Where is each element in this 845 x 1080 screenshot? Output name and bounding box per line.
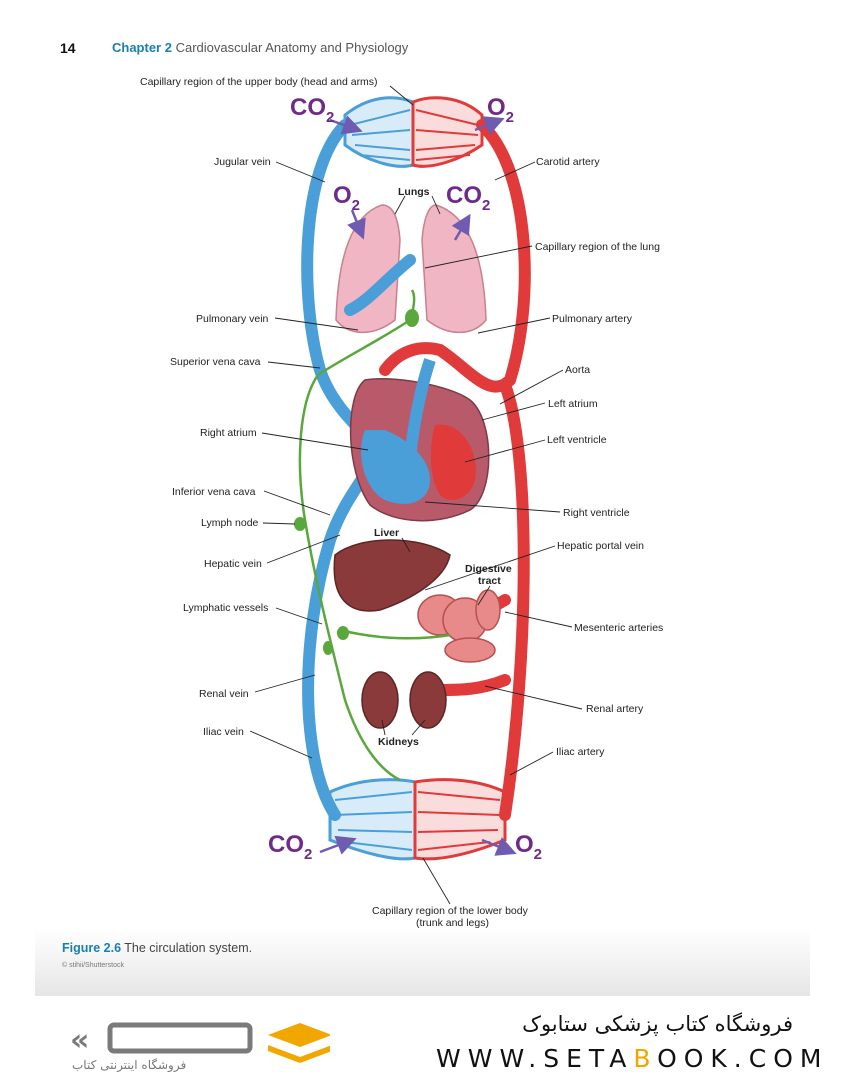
- label-liver: Liver: [374, 527, 399, 539]
- logo-book-icon: [268, 1023, 330, 1063]
- label-lymph-node: Lymph node: [201, 517, 259, 529]
- label-digestive-tract-line1: Digestive: [465, 563, 512, 575]
- store-url-part2: OOK.COM: [657, 1044, 829, 1073]
- label-digestive-tract-line2: tract: [478, 575, 501, 587]
- lymphatic-vessels-shape: [298, 289, 451, 782]
- label-capillary-upper: Capillary region of the upper body (head…: [140, 76, 378, 88]
- label-renal-artery: Renal artery: [586, 703, 644, 715]
- store-url[interactable]: WWW.SETABOOK.COM: [436, 1044, 828, 1073]
- co2-upper-label: CO2: [290, 94, 334, 126]
- kidneys-shape: [361, 671, 447, 729]
- figure-caption: Figure 2.6 The circulation system.: [62, 941, 252, 955]
- image-credit: © stihii/Shutterstock: [62, 962, 124, 969]
- label-capillary-lower-line1: Capillary region of the lower body: [372, 905, 529, 917]
- label-hepatic-vein: Hepatic vein: [204, 558, 262, 570]
- figure-caption-text: The circulation system.: [124, 941, 253, 955]
- label-lymphatic-vessels: Lymphatic vessels: [183, 602, 268, 614]
- page-number: 14: [60, 40, 76, 56]
- label-inferior-vena-cava: Inferior vena cava: [172, 486, 256, 498]
- logo-chevrons-icon: «: [70, 1023, 89, 1058]
- store-url-highlight: B: [633, 1044, 658, 1073]
- circulation-diagram: CO2 O2 O2 CO2 CO2 O2 Capillar: [140, 76, 663, 929]
- label-pulmonary-artery: Pulmonary artery: [552, 313, 633, 325]
- digestive-tract-shape: [417, 589, 501, 663]
- store-url-part1: WWW.SETA: [436, 1044, 634, 1073]
- co2-lower-label: CO2: [268, 831, 312, 863]
- co2-lung-label: CO2: [446, 182, 490, 214]
- chapter-title: Cardiovascular Anatomy and Physiology: [175, 40, 409, 55]
- label-hepatic-portal-vein: Hepatic portal vein: [557, 540, 644, 552]
- logo-subtitle: فروشگاه اینترنتی کتاب: [72, 1058, 187, 1072]
- heart-shape: [349, 358, 490, 522]
- label-superior-vena-cava: Superior vena cava: [170, 356, 261, 368]
- gas-exchange-arrows: [319, 115, 517, 856]
- label-leader-lines: [249, 85, 583, 905]
- label-renal-vein: Renal vein: [199, 688, 249, 700]
- store-name: فروشگاه کتاب پزشکی ستابوک: [522, 1012, 793, 1036]
- o2-lung-label: O2: [333, 182, 360, 214]
- label-left-atrium: Left atrium: [548, 398, 598, 410]
- label-iliac-artery: Iliac artery: [556, 746, 605, 758]
- setabook-logo: «: [70, 1022, 330, 1063]
- label-mesenteric-arteries: Mesenteric arteries: [574, 622, 663, 634]
- label-right-atrium: Right atrium: [200, 427, 257, 439]
- label-capillary-lung: Capillary region of the lung: [535, 241, 660, 253]
- liver-shape: [333, 539, 451, 612]
- label-kidneys: Kidneys: [378, 736, 419, 748]
- chapter-header: Chapter 2 Cardiovascular Anatomy and Phy…: [112, 40, 408, 55]
- label-iliac-vein: Iliac vein: [203, 726, 244, 738]
- label-jugular-vein: Jugular vein: [214, 156, 271, 168]
- chapter-number: Chapter 2: [112, 40, 172, 55]
- o2-upper-label: O2: [487, 94, 514, 126]
- figure-label: Figure 2.6: [62, 941, 122, 955]
- label-carotid-artery: Carotid artery: [536, 156, 600, 168]
- capillary-lower-body: [328, 778, 507, 861]
- o2-lower-label: O2: [515, 831, 542, 863]
- label-aorta: Aorta: [565, 364, 590, 376]
- label-right-ventricle: Right ventricle: [563, 507, 630, 519]
- lymph-nodes: [294, 309, 419, 655]
- vein-vessels: [301, 119, 416, 821]
- logo-wordmark-icon: [107, 1022, 253, 1054]
- label-capillary-lower-line2: (trunk and legs): [416, 917, 489, 929]
- capillary-upper-body: [343, 96, 484, 168]
- caption-band: [35, 928, 810, 996]
- label-pulmonary-vein: Pulmonary vein: [196, 313, 269, 325]
- label-left-ventricle: Left ventricle: [547, 434, 607, 446]
- label-lungs: Lungs: [398, 186, 430, 198]
